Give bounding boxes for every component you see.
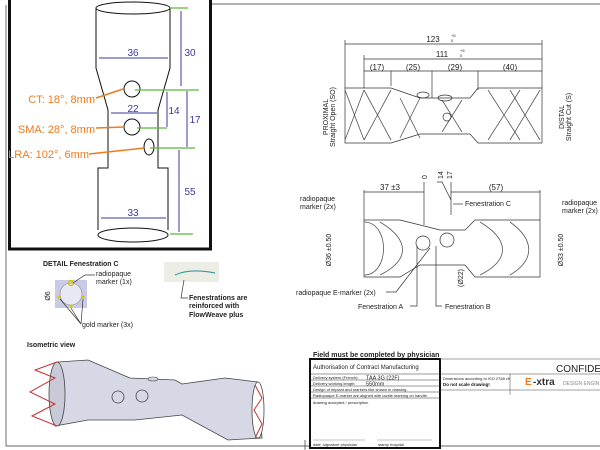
fenestration-icon — [59, 282, 83, 306]
confidential-label: CONFIDEN — [556, 364, 600, 375]
fenestration-a-icon — [415, 235, 431, 251]
bottom-diameter: 33 — [127, 208, 139, 219]
offset-label: 17 — [447, 171, 454, 179]
stent-outline — [363, 219, 541, 278]
tolerance-lower: 0 — [460, 53, 463, 58]
logo-text: -xtra — [533, 377, 555, 388]
right-length: (57) — [489, 183, 504, 192]
covered-length: 111 — [436, 50, 449, 59]
branch-overlay: 36 30 22 14 17 55 33 CT: 18°, 8mm SMA: 2… — [8, 0, 212, 251]
tolerance-lower: 0 — [451, 38, 454, 43]
segment-length: (17) — [370, 63, 385, 72]
detail-title: DETAIL Fenestration C — [43, 261, 119, 268]
title-block: CONFIDEN Dimensions according to ISO 276… — [440, 358, 600, 395]
e-marker-label: radiopaque E-marker (2x) — [296, 290, 376, 297]
distal-label: DISTAL — [559, 105, 566, 129]
fenestration-icon — [442, 112, 452, 122]
flowweave-note: reinforced with — [189, 303, 239, 310]
logo-e: E — [525, 377, 532, 388]
physician-form: Field must be completed by physician Aut… — [309, 352, 441, 449]
tolerance-upper: +5 — [451, 33, 456, 38]
fenestration-icon — [111, 390, 125, 404]
fenestration-icon — [135, 389, 149, 403]
branch-graft-outline — [95, 8, 171, 230]
segment-length: (40) — [503, 63, 518, 72]
top-view: 0 14 17 37 ±3 (57) radiopaque marker (2x… — [296, 171, 598, 311]
stent-graft-body — [54, 359, 263, 441]
working-length-value: 550mm — [366, 382, 385, 388]
detail-diameter: Ø6 — [45, 291, 52, 300]
top-length: 30 — [184, 48, 196, 59]
top-diameter: 36 — [127, 48, 139, 59]
form-title: Authorisation of Contract Manufacturing — [313, 365, 419, 371]
overlay-frame — [8, 0, 212, 251]
fenestration-b-icon — [439, 232, 455, 248]
bottom-length: 55 — [184, 187, 196, 198]
design-note: Design of implant and markers like shown… — [313, 387, 408, 392]
waist-diameter: 22 — [127, 104, 139, 115]
accepted-label: drawing accepted / prescription — [313, 400, 368, 405]
sma-label: SMA: 28°, 8mm — [18, 124, 95, 136]
side-view: 123 +5 0 111 +5 0 (17) (25) (29) (40) PR… — [323, 33, 573, 147]
fenestration-a-label: Fenestration A — [358, 304, 403, 311]
marker-label: radiopaque — [562, 200, 597, 207]
marker-label: marker (2x) — [300, 204, 336, 211]
flowweave-note: Fenestrations are — [189, 295, 247, 302]
lra-fenestration-icon — [143, 138, 155, 156]
marker-label: marker (2x) — [562, 208, 598, 215]
proximal-label: PROXIMAL — [323, 99, 330, 135]
isometric-title: Isometric view — [27, 342, 76, 349]
marker-label: radiopaque — [300, 196, 335, 203]
detail-fenestration-c: DETAIL Fenestration C Ø6 radiopaque mark… — [43, 261, 247, 329]
no-scale-note: Do not scale drawing! — [443, 382, 490, 387]
detail-marker: radiopaque — [96, 271, 131, 278]
fenestration-b-label: Fenestration B — [445, 304, 491, 311]
stent-struts — [344, 89, 541, 141]
lra-label: LRA: 102°, 6mm — [8, 149, 89, 161]
distal-sub: Straight Cut (S) — [566, 93, 573, 141]
delivery-system-label: Delivery system (French): — [313, 375, 359, 380]
isometric-view: Isometric view — [27, 342, 265, 441]
proximal-crown — [28, 361, 58, 427]
offset-label: 0 — [422, 175, 429, 179]
marker-note: Radiopaque E-marker are aligned with tac… — [313, 393, 428, 398]
drawing-frame — [5, 3, 600, 450]
tolerance-upper: +5 — [460, 48, 465, 53]
stamp-field: stamp hospital — [378, 442, 404, 447]
logo-sub: DESIGN ENGIN — [563, 381, 600, 387]
dimensions-note: Dimensions according to ISO 2768 vK — [443, 376, 511, 381]
ct-to-sma: 14 — [168, 106, 180, 117]
form-heading: Field must be completed by physician — [313, 352, 439, 359]
signature-field: date, signature physician — [313, 442, 357, 447]
delivery-system-value: TAA 3G (22F) — [366, 376, 400, 382]
overall-length: 123 — [426, 35, 440, 44]
detail-marker: marker (1x) — [96, 279, 132, 286]
segment-length: (29) — [448, 63, 463, 72]
fenestration-c-label: Fenestration C — [465, 201, 511, 208]
ct-label: CT: 18°, 8mm — [28, 94, 95, 106]
working-length-label: Delivery working length: — [313, 381, 355, 386]
ct-to-lra: 17 — [189, 115, 201, 126]
offset-label: 14 — [438, 171, 445, 179]
stent-struts — [363, 221, 529, 276]
left-length: 37 ±3 — [380, 183, 401, 192]
diameter-right: Ø33 ±0.50 — [558, 234, 565, 267]
ct-fenestration-icon — [123, 80, 141, 98]
flowweave-note: FlowWeave plus — [189, 312, 243, 319]
diameter-left: Ø36 ±0.50 — [326, 234, 333, 267]
flowweave-photo — [164, 262, 219, 282]
extra-logo: E -xtra DESIGN ENGIN — [525, 377, 600, 388]
proximal-sub: Straight Open (SO) — [330, 87, 337, 147]
segment-length: (25) — [406, 63, 421, 72]
diameter-waist: (Ø22) — [458, 269, 465, 287]
gold-marker-label: gold marker (3x) — [82, 322, 133, 329]
